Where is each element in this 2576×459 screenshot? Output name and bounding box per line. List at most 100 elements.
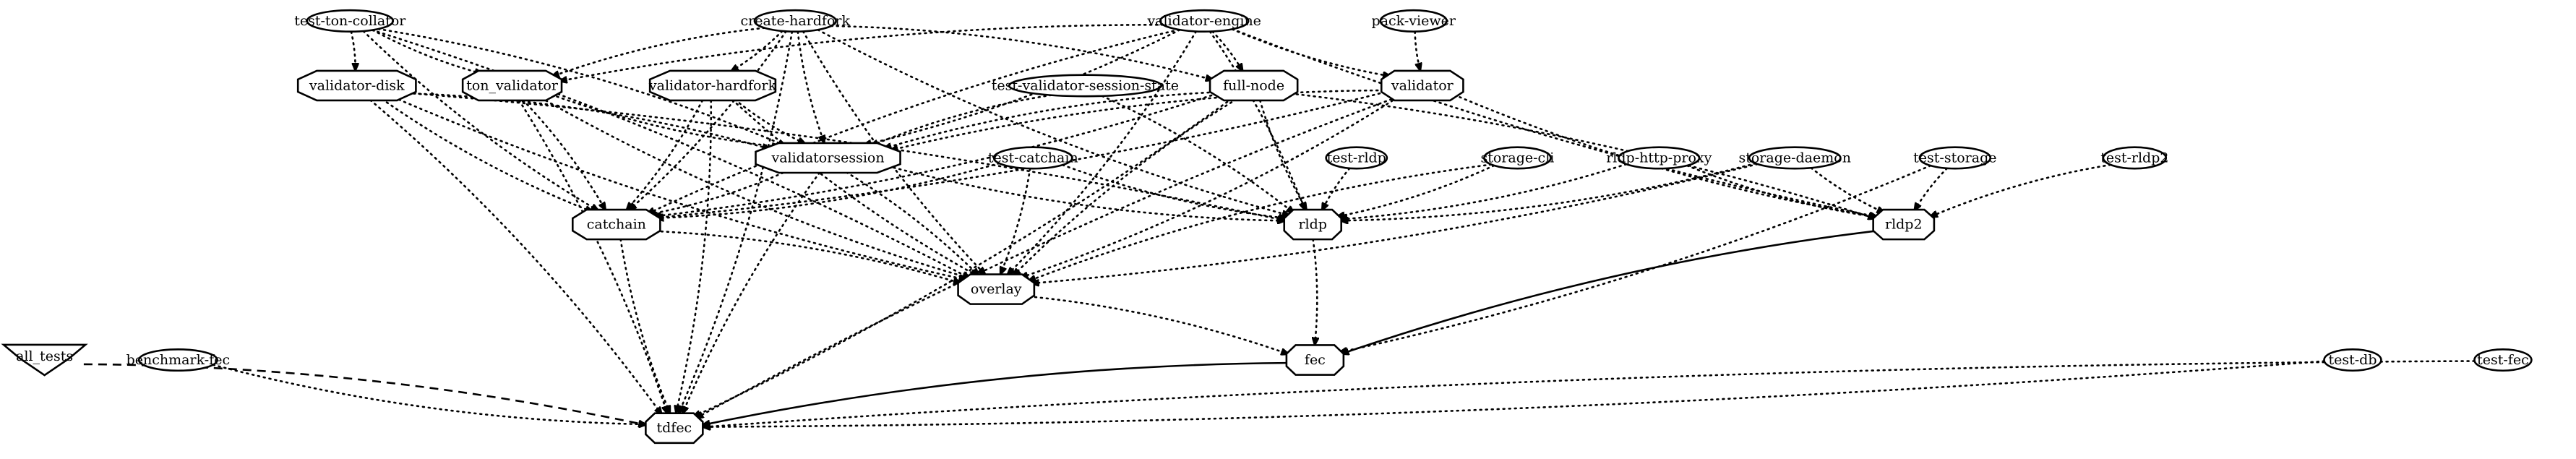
node-shape-ellipse [992, 146, 1073, 170]
node-shape-octagon [1283, 208, 1343, 241]
node-rldp: rldp [1283, 208, 1343, 241]
node-label: test-catchain [988, 150, 1078, 166]
edge-catchain-to-overlay [654, 230, 961, 283]
edge-test-db-to-tdfec [701, 360, 2325, 427]
edge-test-ton-collator-to-catchain [362, 30, 599, 211]
edge-full-node-to-tdfec [693, 98, 1233, 419]
edge-storage-daemon-to-rldp [1339, 162, 1757, 220]
edge-create-hardfork-to-rldp [817, 28, 1290, 215]
edge-full-node-to-validatorsession [884, 91, 1216, 149]
node-test-storage: test-storage [1913, 146, 1997, 170]
edge-all-tests-to-tdfec [83, 363, 646, 425]
node-label: validatorsession [770, 150, 884, 166]
edge-test-catchain-to-catchain [655, 162, 1000, 218]
edge-validator-engine-to-overlay [1008, 30, 1198, 275]
edge-rldp2-to-fec [1341, 230, 1876, 353]
node-shape-ellipse [306, 9, 395, 33]
node-shape-ellipse [2473, 348, 2533, 372]
node-label: ton_validator [466, 77, 559, 93]
edge-rldp-to-fec [1313, 238, 1318, 345]
node-shape-octagon [1285, 344, 1345, 376]
edge-storage-daemon-to-overlay [1031, 163, 1759, 283]
node-label: validator-hardfork [648, 77, 777, 93]
edge-test-validator-session-state-to-validatorsession [871, 94, 1052, 147]
node-test-validator-session-state: test-validator-session-state [992, 74, 1179, 98]
node-rldp-http-proxy: rldp-http-proxy [1606, 146, 1712, 170]
edge-validator-engine-to-full-node [1211, 30, 1242, 71]
edge-create-hardfork-to-catchain [629, 30, 787, 210]
node-label: test-validator-session-state [992, 77, 1179, 93]
edge-create-hardfork-to-full-node [830, 25, 1214, 80]
node-shape-octagon [1872, 208, 1936, 241]
node-shape-ellipse [1748, 146, 1842, 170]
node-label: validator-disk [309, 77, 405, 93]
edge-validator-disk-to-catchain [381, 98, 593, 212]
edge-validator-to-validatorsession [890, 89, 1385, 150]
node-label: full-node [1223, 77, 1284, 93]
edge-storage-daemon-to-rldp2 [1810, 166, 1885, 214]
node-validator-engine: validator-engine [1146, 9, 1261, 33]
edge-validator-engine-to-validatorsession [864, 28, 1181, 145]
node-shape-ellipse [1325, 146, 1388, 170]
edge-validator-hardfork-to-catchain [627, 99, 704, 210]
edge-validator-hardfork-to-tdfec [676, 99, 713, 413]
node-benchmark-fec: benchmark-fec [126, 348, 230, 372]
node-create-hardfork: create-hardfork [741, 9, 851, 33]
node-test-rldp: test-rldp [1325, 146, 1388, 170]
node-label: rldp-http-proxy [1606, 150, 1712, 166]
edge-full-node-to-catchain [653, 93, 1218, 217]
node-label: create-hardfork [741, 13, 851, 29]
node-shape-octagon [296, 69, 417, 102]
node-tdfec: tdfec [645, 412, 704, 445]
node-shape-ellipse [137, 348, 218, 372]
node-shape-octagon [1208, 69, 1299, 102]
node-test-ton-collator: test-ton-collator [294, 9, 406, 33]
node-test-rldp2: test-rldp2 [2100, 146, 2168, 170]
node-label: benchmark-fec [126, 352, 230, 368]
node-shape-octagon [571, 208, 661, 241]
node-shape-octagon [461, 69, 563, 102]
node-label: test-db [2328, 352, 2377, 368]
edge-test-fec-to-tdfec [703, 360, 2476, 427]
edge-validator-hardfork-to-validatorsession [734, 98, 806, 145]
node-label: test-rldp [1327, 150, 1386, 166]
node-validator-disk: validator-disk [296, 69, 417, 102]
edge-test-catchain-to-rldp [1061, 163, 1287, 218]
edge-test-storage-to-rldp2 [1915, 167, 1949, 211]
edge-create-hardfork-to-ton-validator [551, 27, 766, 77]
edge-rldp-http-proxy-to-rldp [1339, 163, 1628, 219]
node-label: test-fec [2477, 352, 2529, 368]
edge-pack-viewer-to-validator [1414, 30, 1420, 71]
node-label: all_tests [16, 348, 73, 364]
node-label: rldp2 [1885, 217, 1923, 233]
edge-validator-engine-to-validator [1231, 28, 1391, 76]
edge-overlay-to-fec [1028, 295, 1289, 354]
edges-layer [83, 23, 2476, 427]
edge-storage-cli-to-rldp [1337, 164, 1495, 217]
node-label: test-storage [1913, 150, 1996, 166]
node-fec: fec [1285, 344, 1345, 376]
edge-test-storage-to-fec [1339, 164, 1932, 352]
edge-full-node-to-rldp [1259, 99, 1306, 210]
node-shape-ellipse [1159, 9, 1250, 33]
node-shape-ellipse [753, 9, 837, 33]
node-overlay: overlay [957, 273, 1036, 305]
node-shape-ellipse [2102, 146, 2168, 170]
edge-validator-disk-to-tdfec [369, 99, 661, 414]
edge-ton-validator-to-catchain [522, 99, 606, 210]
edge-test-ton-collator-to-ton-validator [372, 29, 483, 74]
node-shape-ellipse [1008, 74, 1162, 98]
node-shape-ellipse [1483, 146, 1552, 170]
edge-validator-hardfork-to-overlay [731, 98, 978, 276]
edge-benchmark-fec-to-tdfec [212, 364, 648, 424]
edge-create-hardfork-to-validator-hardfork [731, 30, 783, 72]
node-label: validator [1391, 77, 1454, 93]
node-pack-viewer: pack-viewer [1372, 9, 1456, 33]
edge-create-hardfork-to-validatorsession [797, 30, 825, 143]
node-label: pack-viewer [1372, 13, 1456, 29]
edge-validatorsession-to-catchain [648, 169, 790, 215]
node-label: test-rldp2 [2100, 150, 2168, 166]
node-validator-hardfork: validator-hardfork [648, 69, 777, 102]
edge-fec-to-tdfec [703, 361, 1287, 425]
edge-validator-to-tdfec [696, 96, 1398, 419]
